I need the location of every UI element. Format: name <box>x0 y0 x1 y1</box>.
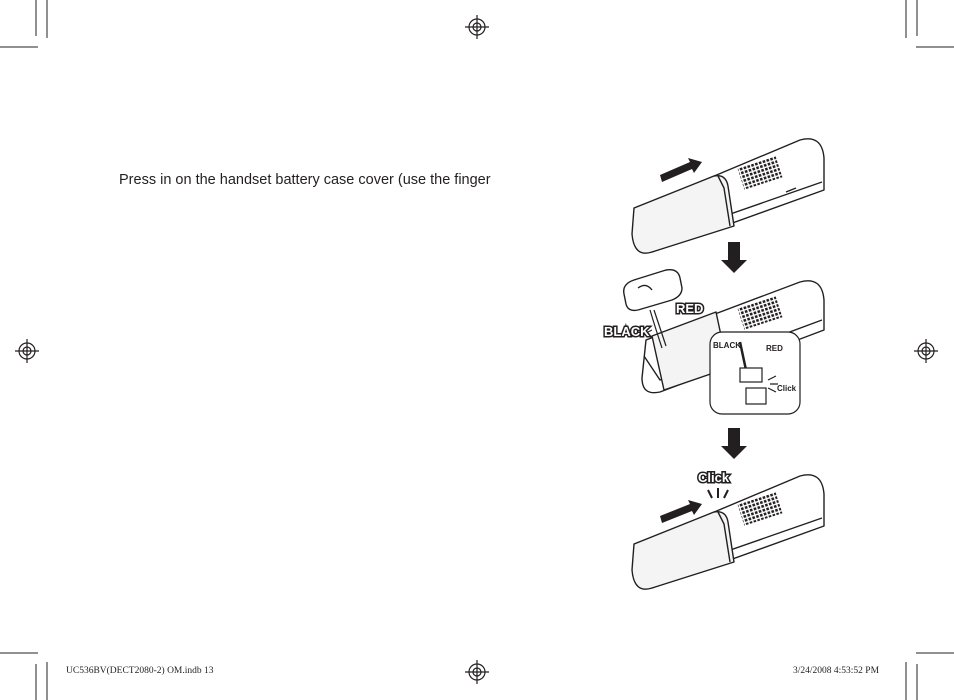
handset-step1 <box>631 138 825 254</box>
arrow-left-icon <box>660 158 702 182</box>
footer-file-info: UC536BV(DECT2080-2) OM.indb 13 <box>66 666 214 676</box>
registration-mark-right <box>914 339 938 363</box>
label-black: BLACK <box>604 324 650 339</box>
battery-illustration: RED BLACK BLACK RED Click Click <box>603 138 825 590</box>
registration-mark-top <box>465 15 489 39</box>
instruction-text: Press in on the handset battery case cov… <box>119 172 491 188</box>
label-red: RED <box>676 301 703 316</box>
click-burst-icon <box>707 488 729 499</box>
connector-inset <box>709 331 801 415</box>
inset-label-click: Click <box>777 384 797 393</box>
arrow-down-icon <box>721 242 747 273</box>
registration-mark-bottom <box>465 660 489 684</box>
arrow-right-icon <box>660 500 702 523</box>
inset-label-black: BLACK <box>713 341 741 350</box>
arrow-down-icon <box>721 428 747 459</box>
handset-step3 <box>631 474 825 590</box>
inset-label-red: RED <box>766 344 783 353</box>
registration-mark-left <box>15 339 39 363</box>
label-click: Click <box>698 470 730 485</box>
battery-wires <box>649 309 667 349</box>
footer-timestamp: 3/24/2008 4:53:52 PM <box>793 666 880 676</box>
